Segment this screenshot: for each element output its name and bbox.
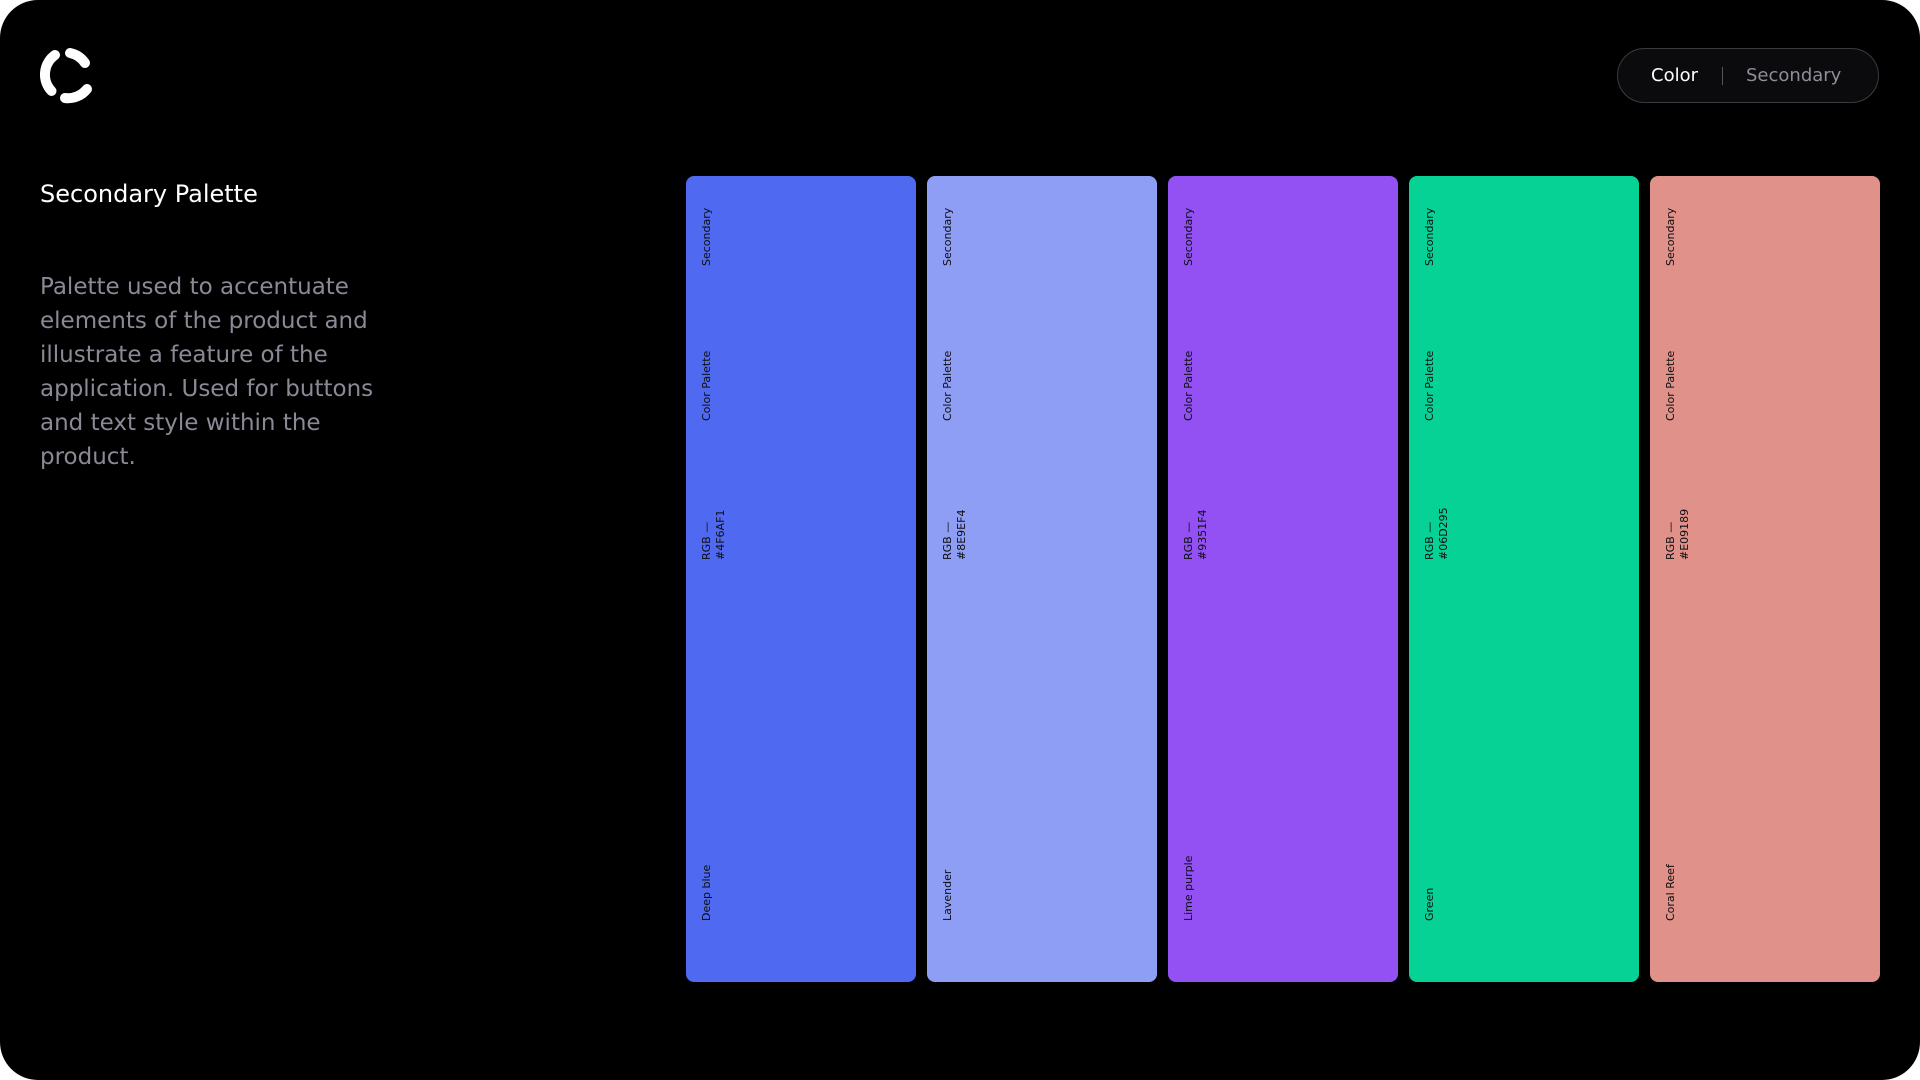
swatch-name: Green <box>1423 887 1436 921</box>
palette-description: Palette used to accentuate elements of t… <box>40 274 374 470</box>
swatch-name: Deep blue <box>700 864 713 921</box>
swatch-category: Secondary <box>1423 207 1436 266</box>
swatch-coral-reef[interactable]: Secondary Color Palette RGB — #E09189 Co… <box>1650 176 1880 982</box>
swatch-group: Color Palette <box>941 350 954 421</box>
swatch-group: Color Palette <box>1423 350 1436 421</box>
swatch-green[interactable]: Secondary Color Palette RGB — #06D295 Gr… <box>1409 176 1639 982</box>
swatch-name: Coral Reef <box>1664 864 1677 921</box>
swatch-lavender[interactable]: Secondary Color Palette RGB — #8E9EF4 La… <box>927 176 1157 982</box>
swatch-lime-purple[interactable]: Secondary Color Palette RGB — #9351F4 Li… <box>1168 176 1398 982</box>
swatch-deep-blue[interactable]: Secondary Color Palette RGB — #4F6AF1 De… <box>686 176 916 982</box>
swatch-name: Lavender <box>941 869 954 921</box>
palette-toggle: Color Secondary <box>1617 48 1879 103</box>
swatch-group: Color Palette <box>700 350 713 421</box>
swatch-group: Color Palette <box>1182 350 1195 421</box>
toggle-divider <box>1722 66 1723 85</box>
toggle-option-secondary[interactable]: Secondary <box>1746 64 1842 86</box>
swatch-group: Color Palette <box>1664 350 1677 421</box>
swatch-rgb: RGB — #4F6AF1 <box>700 509 727 560</box>
toggle-option-color[interactable]: Color <box>1651 64 1698 86</box>
c-logo-icon <box>39 48 92 104</box>
swatch-category: Secondary <box>941 207 954 266</box>
swatch-rgb: RGB — #06D295 <box>1423 507 1450 560</box>
swatch-category: Secondary <box>700 207 713 266</box>
swatch-name: Lime purple <box>1182 855 1195 921</box>
swatch-category: Secondary <box>1664 207 1677 266</box>
swatch-rgb: RGB — #8E9EF4 <box>941 509 968 560</box>
swatch-category: Secondary <box>1182 207 1195 266</box>
swatch-rgb: RGB — #9351F4 <box>1182 509 1209 560</box>
swatch-list: Secondary Color Palette RGB — #4F6AF1 De… <box>686 176 1880 982</box>
swatch-rgb: RGB — #E09189 <box>1664 508 1691 560</box>
page-title: Secondary Palette <box>40 180 258 208</box>
